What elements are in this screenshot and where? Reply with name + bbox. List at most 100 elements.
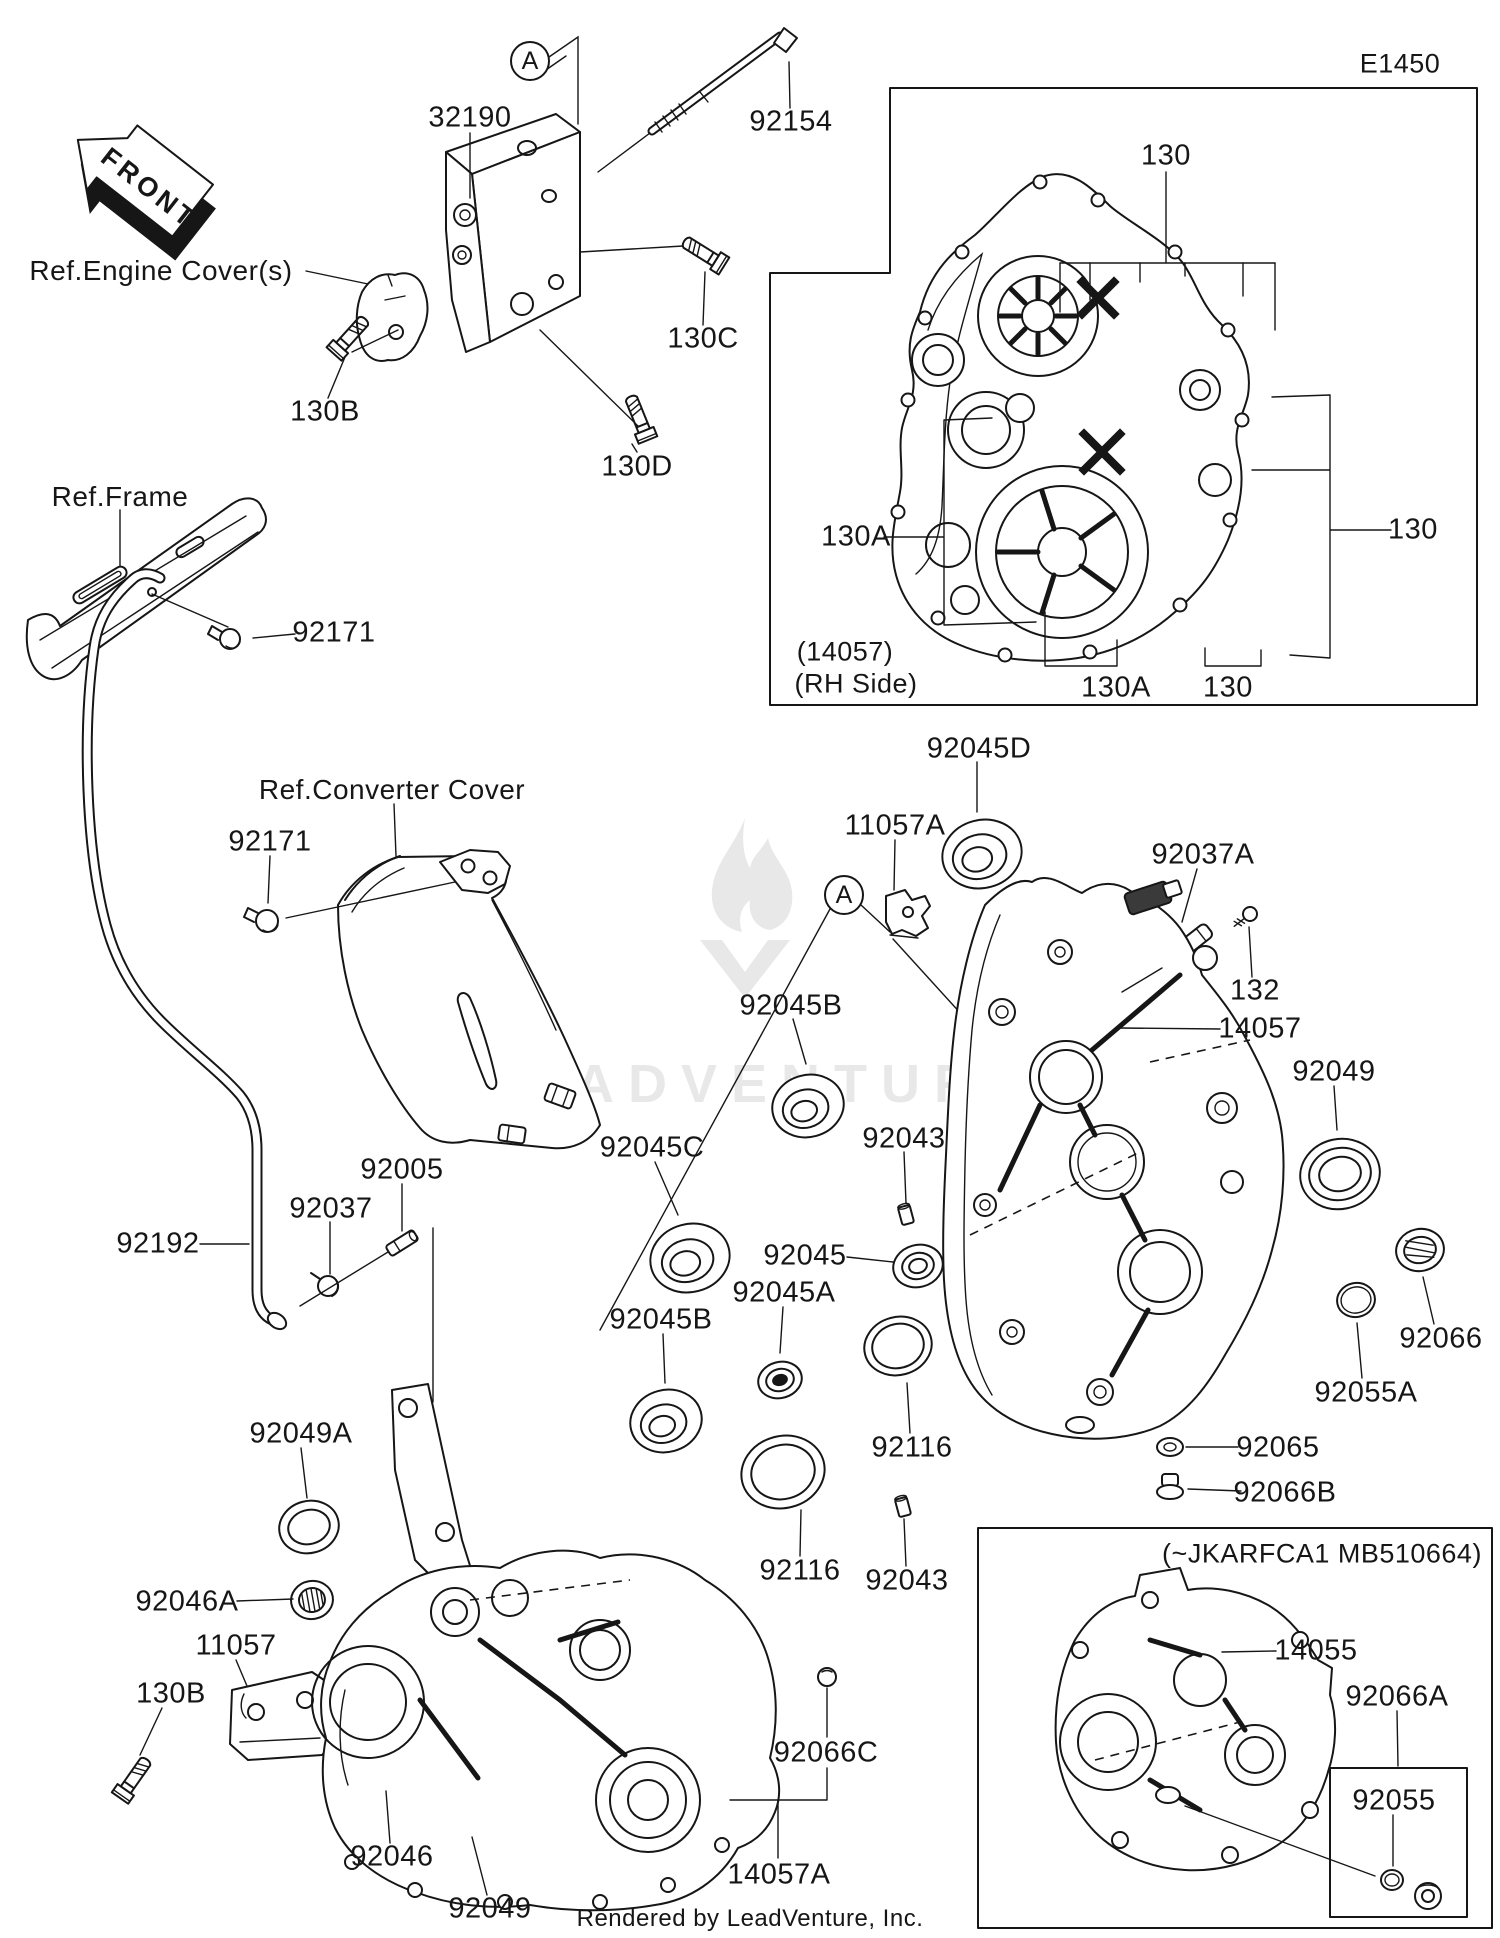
bearing-92045b-2 — [629, 1388, 703, 1454]
dowel-92043-2 — [894, 1494, 912, 1518]
bushing-92046a — [290, 1579, 334, 1621]
oring-92055 — [1380, 1869, 1404, 1891]
part-label-92045: 92045 — [763, 1239, 847, 1272]
footer-credit: Rendered by LeadVenture, Inc. — [576, 1905, 924, 1932]
bracket-11057a — [885, 889, 931, 939]
part-label-14057a: 14057A — [727, 1858, 831, 1891]
part-label-32190: 32190 — [428, 101, 512, 134]
clip-92171-cover — [243, 881, 456, 933]
part-label-130a-bottom: 130A — [1081, 671, 1151, 704]
bearing-92045b-1 — [771, 1073, 845, 1139]
clamp-92037 — [310, 1272, 340, 1297]
part-label-92116-2: 92116 — [759, 1554, 841, 1587]
part-label-11057a: 11057A — [844, 809, 946, 842]
part-label-92066c: 92066C — [773, 1736, 879, 1769]
part-label-132: 132 — [1230, 974, 1280, 1007]
part-label-92045b-1: 92045B — [739, 989, 843, 1022]
part-label-92049-right: 92049 — [1292, 1055, 1376, 1088]
part-label-92045b-2: 92045B — [609, 1303, 713, 1336]
clip-92171-frame — [151, 593, 241, 650]
leader-130-top-bracket — [1059, 171, 1276, 331]
frame-channel — [25, 497, 267, 681]
seal-92045a — [757, 1360, 803, 1400]
plug-92066a-92055 — [1414, 1882, 1442, 1910]
seal-92049a — [278, 1499, 340, 1555]
gear-case-14055 — [1054, 1567, 1337, 1872]
dowel-92043-1 — [897, 1202, 915, 1226]
part-label-92046: 92046 — [350, 1840, 434, 1873]
part-label-92065: 92065 — [1236, 1431, 1320, 1464]
part-label-92043-2: 92043 — [865, 1564, 949, 1597]
bolt-92154 — [597, 27, 798, 173]
variant-inset-box — [977, 1527, 1493, 1929]
part-label-130c: 130C — [667, 322, 739, 355]
ring-92116-2 — [740, 1434, 826, 1510]
note-jkarfca1: (~JKARFCA1 MB510664) — [1162, 1538, 1482, 1569]
leader-130a-bottom-bracket — [1044, 611, 1118, 667]
part-label-92066a: 92066A — [1345, 1680, 1449, 1713]
leader-130a-left-bracket — [883, 417, 1037, 626]
bearing-92045c — [649, 1222, 731, 1294]
part-label-92037: 92037 — [289, 1192, 373, 1225]
part-label-92045a: 92045A — [732, 1276, 836, 1309]
drain-plug-inset-box — [1329, 1767, 1468, 1918]
part-label-14057: 14057 — [1218, 1012, 1302, 1045]
bearing-92045d — [941, 818, 1023, 890]
part-label-130d: 130D — [601, 450, 673, 483]
part-label-92049-bottom: 92049 — [448, 1892, 532, 1925]
part-label-e1450: E1450 — [1359, 48, 1441, 79]
part-label-130b-2: 130B — [136, 1677, 206, 1710]
gear-case-14057a — [311, 1383, 781, 1912]
cap-92066 — [1395, 1227, 1445, 1273]
note-rh-side: (RH Side) — [794, 668, 918, 699]
part-label-92055: 92055 — [1352, 1784, 1436, 1817]
seal-92045 — [892, 1243, 944, 1289]
part-label-92066: 92066 — [1399, 1322, 1483, 1355]
part-label-92154: 92154 — [749, 105, 833, 138]
engine-cover-plate — [351, 272, 429, 362]
ring-92116-1 — [863, 1315, 933, 1377]
part-label-92116-1: 92116 — [871, 1431, 953, 1464]
part-label-130-top: 130 — [1141, 139, 1191, 172]
part-label-92066b: 92066B — [1233, 1476, 1337, 1509]
part-label-130-bottom: 130 — [1203, 671, 1253, 704]
note-14057: (14057) — [796, 636, 894, 667]
seal-92049-right — [1299, 1137, 1381, 1211]
rh-gear-case-cover-130 — [890, 173, 1250, 663]
ref-label-engine-covers: Ref.Engine Cover(s) — [29, 255, 293, 286]
part-label-130-right: 130 — [1388, 513, 1438, 546]
rh-side-inset-box — [769, 87, 1478, 706]
part-label-92037a: 92037A — [1151, 838, 1255, 871]
ref-label-converter-cover: Ref.Converter Cover — [258, 774, 526, 805]
screw-132 — [1233, 906, 1258, 928]
part-label-92192: 92192 — [116, 1227, 200, 1260]
part-label-92046a: 92046A — [135, 1585, 239, 1618]
part-label-92005: 92005 — [360, 1153, 444, 1186]
leader-lines — [119, 61, 1435, 1896]
part-label-14055: 14055 — [1274, 1634, 1358, 1667]
leader-130-bottom-bracket — [1204, 647, 1262, 667]
part-label-92043-1: 92043 — [862, 1122, 946, 1155]
ref-label-frame: Ref.Frame — [51, 481, 189, 512]
ball-92066c — [817, 1667, 837, 1687]
hose-92192 — [81, 568, 288, 1331]
part-label-92045c: 92045C — [599, 1131, 705, 1164]
engine-mount-bracket-32190 — [445, 113, 684, 429]
washer-92065 — [1156, 1437, 1184, 1457]
oring-92055a — [1336, 1281, 1376, 1319]
callout-A-mid: A — [824, 875, 864, 915]
part-label-92055a: 92055A — [1314, 1376, 1418, 1409]
converter-cover — [337, 849, 601, 1150]
part-label-92045d: 92045D — [926, 732, 1032, 765]
callout-A-top: A — [510, 41, 550, 81]
part-label-92049a: 92049A — [249, 1417, 353, 1450]
plug-92066b — [1156, 1473, 1184, 1500]
part-label-11057: 11057 — [195, 1629, 277, 1662]
gear-case-14057 — [942, 876, 1285, 1440]
part-label-92171-frame: 92171 — [292, 616, 376, 649]
cover-bolt-holes — [890, 174, 1250, 663]
leader-130-right-bracket — [1251, 394, 1392, 659]
